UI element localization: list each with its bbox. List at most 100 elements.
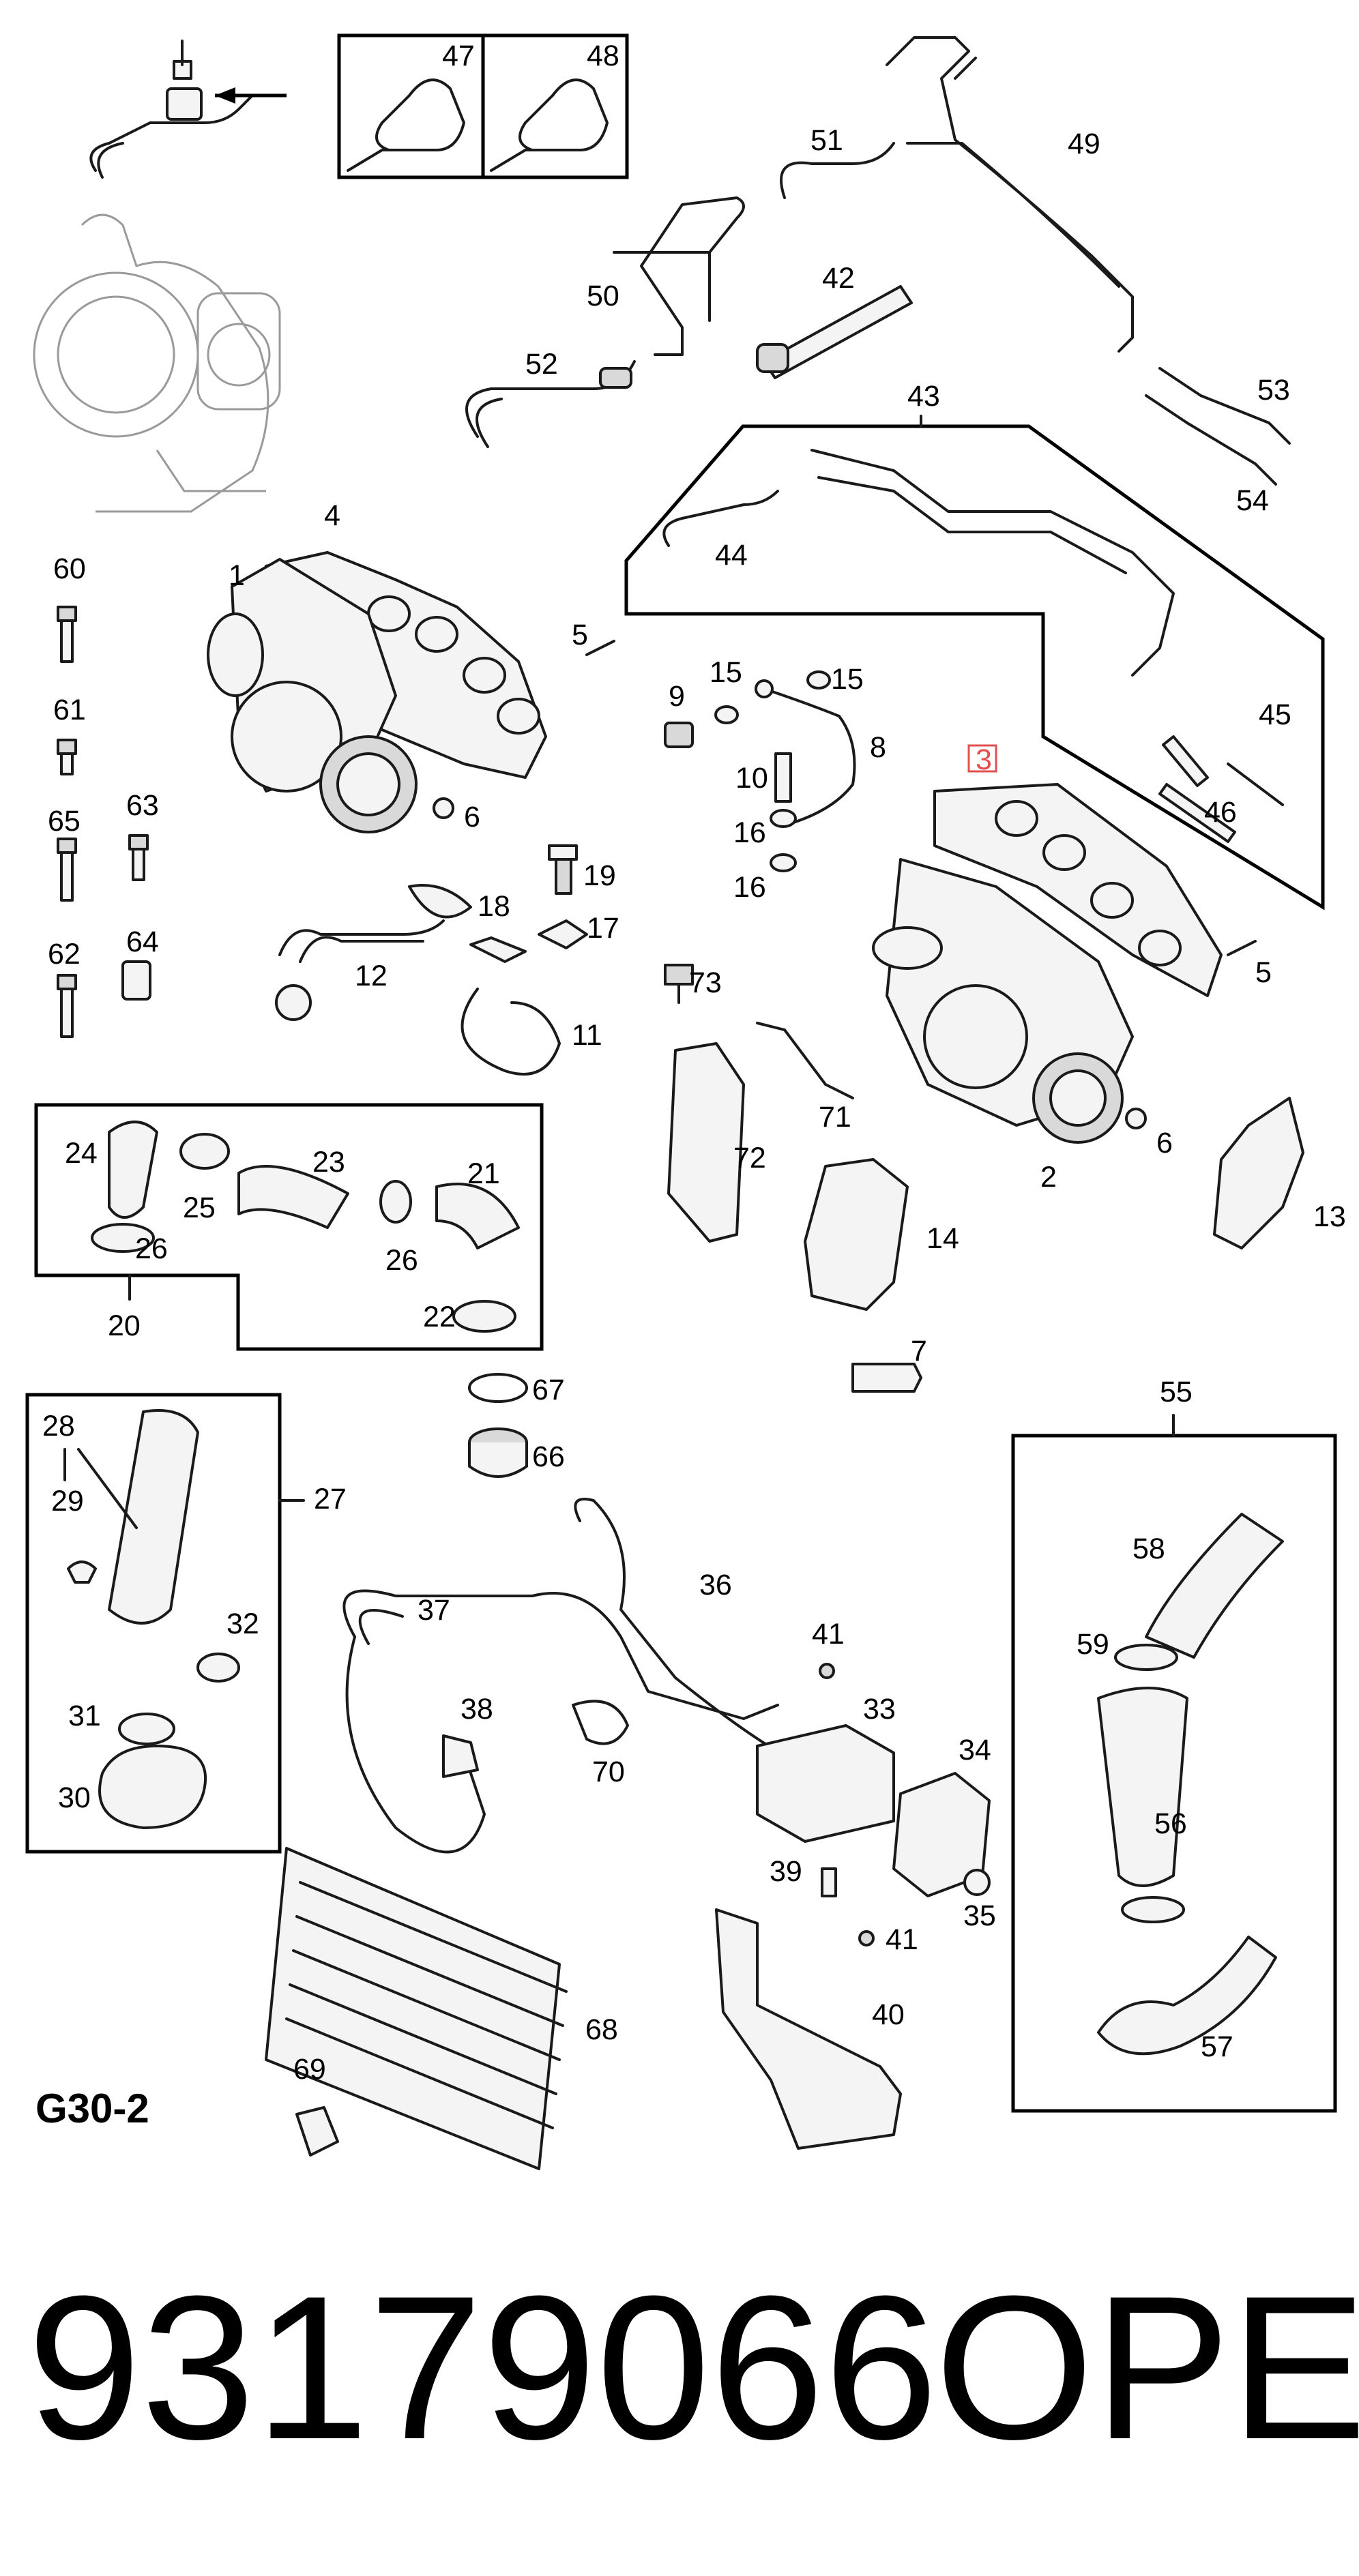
callout-29: 29 (51, 1485, 84, 1518)
callout-33: 33 (863, 1693, 896, 1726)
callout-59: 59 (1077, 1628, 1109, 1661)
callout-6b: 6 (1156, 1127, 1173, 1159)
callout-66: 66 (532, 1440, 565, 1473)
callout-8: 8 (870, 731, 886, 764)
callout-60: 60 (53, 552, 86, 585)
callout-30: 30 (58, 1781, 91, 1814)
callout-25: 25 (183, 1191, 216, 1224)
callout-17: 17 (587, 912, 619, 945)
callout-38: 38 (461, 1693, 493, 1726)
callout-52: 52 (525, 348, 558, 381)
callout-23: 23 (312, 1146, 345, 1179)
callout-12: 12 (355, 960, 388, 992)
section-code: G30-2 (35, 2086, 149, 2131)
callout-13: 13 (1313, 1200, 1346, 1233)
callout-28: 28 (42, 1410, 75, 1442)
callout-24: 24 (65, 1137, 98, 1170)
callout-11: 11 (572, 1019, 602, 1052)
callout-54: 54 (1236, 484, 1269, 517)
callout-70: 70 (592, 1756, 625, 1788)
pipes-53-54 (1145, 367, 1291, 486)
callout-41b: 41 (886, 1923, 918, 1956)
callout-55: 55 (1160, 1376, 1193, 1408)
pipe-50 (613, 196, 745, 356)
highlight-box-3 (967, 744, 997, 773)
intercooler-68 (265, 1847, 568, 2170)
callout-67: 67 (532, 1374, 565, 1406)
callout-10: 10 (735, 762, 768, 795)
callout-63: 63 (126, 789, 159, 822)
hose-52 (465, 360, 636, 448)
pipes-36-37-38-70 (342, 1498, 813, 1854)
callout-5b: 5 (1255, 956, 1272, 989)
callout-64: 64 (126, 926, 159, 958)
callout-68: 68 (585, 2013, 618, 2046)
callout-42: 42 (822, 262, 855, 295)
callout-73: 73 (689, 966, 722, 999)
callout-36: 36 (699, 1569, 732, 1601)
callout-46: 46 (1204, 796, 1237, 829)
callout-15b: 15 (831, 663, 864, 696)
callout-72: 72 (733, 1142, 766, 1174)
callout-71: 71 (819, 1101, 851, 1134)
callout-16b: 16 (733, 871, 766, 904)
actuator-parts-33-41 (715, 1663, 991, 2150)
engine-ghost-illustration (33, 213, 281, 513)
callout-15a: 15 (710, 656, 742, 689)
callout-37: 37 (418, 1594, 450, 1627)
callout-5a: 5 (572, 619, 588, 651)
parts-11-12-17-18-19 (275, 844, 588, 1076)
box-20 (34, 1103, 544, 1351)
callout-44: 44 (715, 539, 748, 572)
parts-66-67 (468, 1373, 528, 1478)
arrow-head (215, 87, 235, 104)
callout-45: 45 (1259, 698, 1291, 731)
bolts-60-65 (57, 606, 151, 1038)
callout-61: 61 (53, 694, 86, 726)
callout-labels: 47 48 49 51 42 50 52 43 53 54 44 45 46 6… (42, 40, 1346, 2086)
leader-lines (63, 415, 1175, 1529)
callout-27: 27 (314, 1483, 347, 1515)
callout-40: 40 (872, 1998, 905, 2031)
callout-41a: 41 (812, 1618, 845, 1650)
callout-14: 14 (926, 1222, 959, 1255)
callout-49: 49 (1068, 128, 1100, 160)
box-27 (25, 1393, 282, 1854)
turbo-assembly-right (664, 670, 1257, 1144)
callout-65: 65 (48, 805, 81, 838)
callout-19: 19 (583, 859, 616, 892)
callout-35: 35 (963, 1899, 996, 1932)
brackets-7-13-14-71-72-73 (664, 964, 1304, 1393)
callout-50: 50 (587, 280, 619, 312)
callout-2: 2 (1040, 1161, 1057, 1194)
callout-26a: 26 (135, 1232, 168, 1265)
detail-box-47-48 (337, 33, 629, 179)
callout-69: 69 (293, 2053, 326, 2086)
pipe-49 (886, 36, 1134, 353)
callout-21: 21 (467, 1157, 500, 1190)
callout-3: 3 (976, 743, 992, 776)
box-55 (1011, 1434, 1337, 2113)
hose-top-left (89, 40, 254, 179)
part-number: 93179066 (27, 2253, 938, 2482)
callout-26b: 26 (385, 1244, 418, 1277)
callout-22: 22 (423, 1301, 456, 1333)
callout-62: 62 (48, 938, 81, 971)
callout-20: 20 (108, 1309, 141, 1342)
callout-39: 39 (770, 1855, 802, 1888)
callout-43: 43 (907, 380, 940, 413)
callout-16a: 16 (733, 816, 766, 849)
callout-34: 34 (959, 1734, 991, 1766)
callout-48: 48 (587, 40, 619, 72)
callout-56: 56 (1154, 1807, 1187, 1840)
callout-18: 18 (478, 890, 510, 923)
callout-7: 7 (911, 1335, 927, 1367)
callout-57: 57 (1201, 2030, 1233, 2063)
box-43 (624, 424, 1325, 911)
callout-53: 53 (1257, 374, 1290, 406)
turbo-assembly-left (207, 551, 615, 833)
tube-42 (756, 285, 913, 379)
callout-47: 47 (442, 40, 475, 72)
callout-58: 58 (1132, 1533, 1165, 1565)
